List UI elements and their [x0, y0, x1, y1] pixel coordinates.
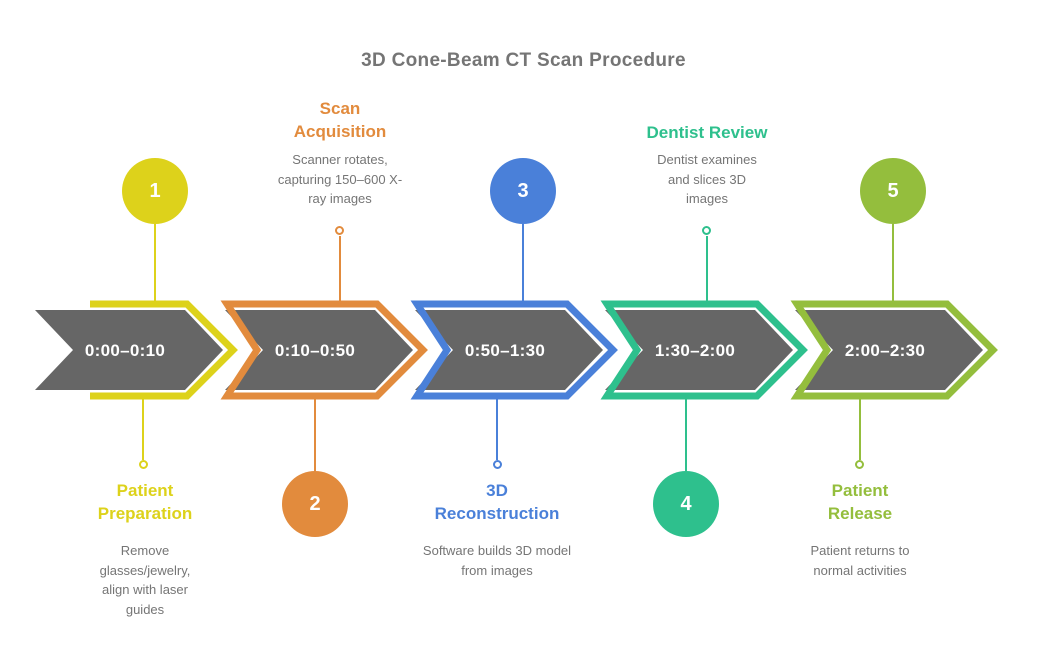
step-2-connector-bottom	[314, 398, 316, 471]
step-3-connector-top	[522, 224, 524, 302]
timeline-time-2: 0:10–0:50	[275, 341, 355, 360]
chevron-body-2	[225, 310, 413, 390]
step-3-endpoint-dot	[493, 460, 502, 469]
step-3-title: 3D Reconstruction	[434, 481, 560, 523]
step-1-connector-bottom	[142, 398, 144, 460]
step-1-number: 1	[149, 179, 161, 202]
timeline-time-5: 2:00–2:30	[845, 341, 925, 360]
chevron-body-1	[35, 310, 223, 390]
step-5-number-badge: 5	[860, 158, 926, 224]
step-1-title: Patient Preparation	[97, 481, 193, 523]
step-2-description: Scanner rotates, capturing 150–600 X-ray…	[277, 152, 403, 206]
step-4-number-badge: 4	[653, 471, 719, 537]
step-4-description: Dentist examines and slices 3D images	[657, 152, 757, 206]
step-3-connector-bottom	[496, 398, 498, 460]
chevron-body-5	[795, 310, 983, 390]
step-5-endpoint-dot	[855, 460, 864, 469]
step-1-number-badge: 1	[122, 158, 188, 224]
step-2-connector-top	[339, 236, 341, 302]
step-3-number: 3	[517, 179, 529, 202]
step-2-number-badge: 2	[282, 471, 348, 537]
chevron-outline-2	[220, 300, 428, 400]
step-4-endpoint-dot	[702, 226, 711, 235]
step-3-description: Software builds 3D model from images	[422, 543, 572, 578]
step-5-number: 5	[887, 179, 899, 202]
step-2-number: 2	[309, 492, 321, 515]
step-5-title: Patient Release	[827, 481, 893, 523]
step-5-connector-bottom	[859, 398, 861, 460]
step-4-number: 4	[680, 492, 692, 515]
chevron-outline-5	[790, 300, 998, 400]
step-4-title: Dentist Review	[646, 123, 768, 142]
step-1-description: Remove glasses/jewelry, align with laser…	[99, 543, 191, 617]
timeline-time-1: 0:00–0:10	[85, 341, 165, 360]
step-5-description: Patient returns to normal activities	[810, 543, 910, 578]
chevron-outline-3	[410, 300, 618, 400]
timeline-time-4: 1:30–2:00	[655, 341, 735, 360]
step-2-title: Scan Acquisition	[293, 99, 387, 141]
step-4-connector-top	[706, 236, 708, 302]
step-2-endpoint-dot	[335, 226, 344, 235]
timeline-time-3: 0:50–1:30	[465, 341, 545, 360]
step-3-number-badge: 3	[490, 158, 556, 224]
step-4-connector-bottom	[685, 398, 687, 471]
step-1-endpoint-dot	[139, 460, 148, 469]
step-1-connector-top	[154, 224, 156, 302]
chevron-body-4	[605, 310, 793, 390]
chevron-body-3	[415, 310, 603, 390]
step-5-connector-top	[892, 224, 894, 302]
timeline-band: 0:00–0:10 0:10–0:50 0:50–1:30 1:30–2:00 …	[35, 300, 998, 400]
chevron-outline-1	[90, 300, 238, 400]
chevron-outline-4	[600, 300, 808, 400]
diagram-title: 3D Cone-Beam CT Scan Procedure	[361, 50, 686, 71]
